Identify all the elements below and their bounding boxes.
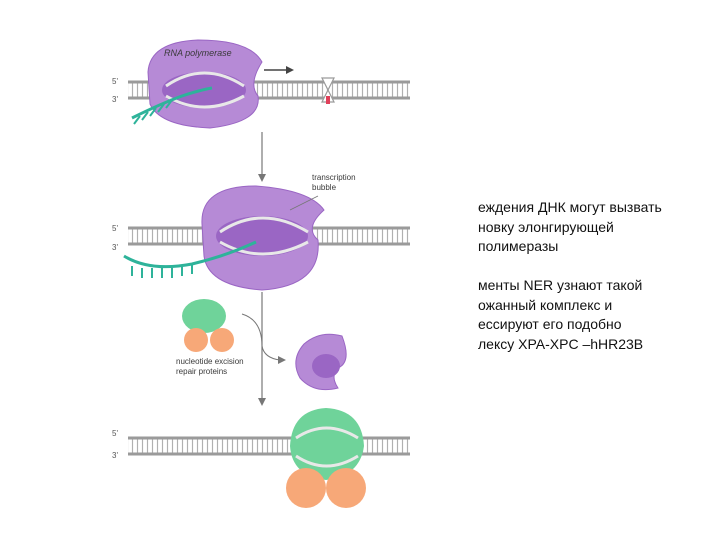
xpa-protein-bottom-left xyxy=(286,468,326,508)
strand-3-label-2: 3' xyxy=(112,243,118,252)
ner-line-1: менты NER узнают такой xyxy=(478,277,643,293)
released-polymerase xyxy=(295,333,347,391)
ner-line-3: ессируют его подобно xyxy=(478,316,622,332)
xpa-protein-left xyxy=(184,328,208,352)
ner-line-2: ожанный комплекс и xyxy=(478,296,613,313)
ner-label-line2: repair proteins xyxy=(176,367,227,376)
strand-3-label: 3' xyxy=(112,95,118,104)
ner-label-line1: nucleotide excision xyxy=(176,357,244,366)
bubble-label: bubble xyxy=(312,183,337,192)
rna-polymerase-2 xyxy=(201,185,325,291)
xpc-protein xyxy=(182,299,226,333)
strand-3-label-3: 3' xyxy=(112,451,118,460)
transcription-label: transcription xyxy=(312,173,356,182)
stall-paragraph: еждения ДНК могут вызвать новку элонгиру… xyxy=(478,198,720,257)
ner-complex xyxy=(286,408,366,508)
stall-line-2: новку элонгирующей xyxy=(478,218,614,235)
stall-line-3: полимеразы xyxy=(478,238,559,254)
panel-2: transcription bubble 5' 3' xyxy=(112,173,410,291)
ner-paragraph: менты NER узнают такой ожанный комплекс … xyxy=(478,276,720,354)
xpa-protein-bottom-right xyxy=(326,468,366,508)
panel-3: 5' 3' xyxy=(112,408,410,508)
rna-polymerase-label: RNA polymerase xyxy=(164,48,232,58)
bubble-pointer xyxy=(289,195,319,211)
stall-line-1: еждения ДНК могут вызвать xyxy=(478,199,662,215)
dna-lesion-marker xyxy=(326,96,330,104)
release-arrow xyxy=(241,313,286,364)
step-arrow-2 xyxy=(258,292,266,406)
ner-proteins: nucleotide excision repair proteins xyxy=(176,299,244,376)
xpa-protein-right xyxy=(210,328,234,352)
strand-5-label: 5' xyxy=(112,77,118,86)
dna-duplex-3 xyxy=(128,436,410,456)
step-arrow-1 xyxy=(258,132,266,182)
strand-5-label-3: 5' xyxy=(112,429,118,438)
direction-arrow xyxy=(264,66,294,74)
rna-transcript-2 xyxy=(123,240,257,278)
ner-line-4: лексу XPA-XPC –hHR23B xyxy=(478,335,644,352)
panel-1: RNA polymerase 5' 3' xyxy=(112,39,410,129)
rna-transcript-1 xyxy=(131,86,213,125)
strand-5-label-2: 5' xyxy=(112,224,118,233)
